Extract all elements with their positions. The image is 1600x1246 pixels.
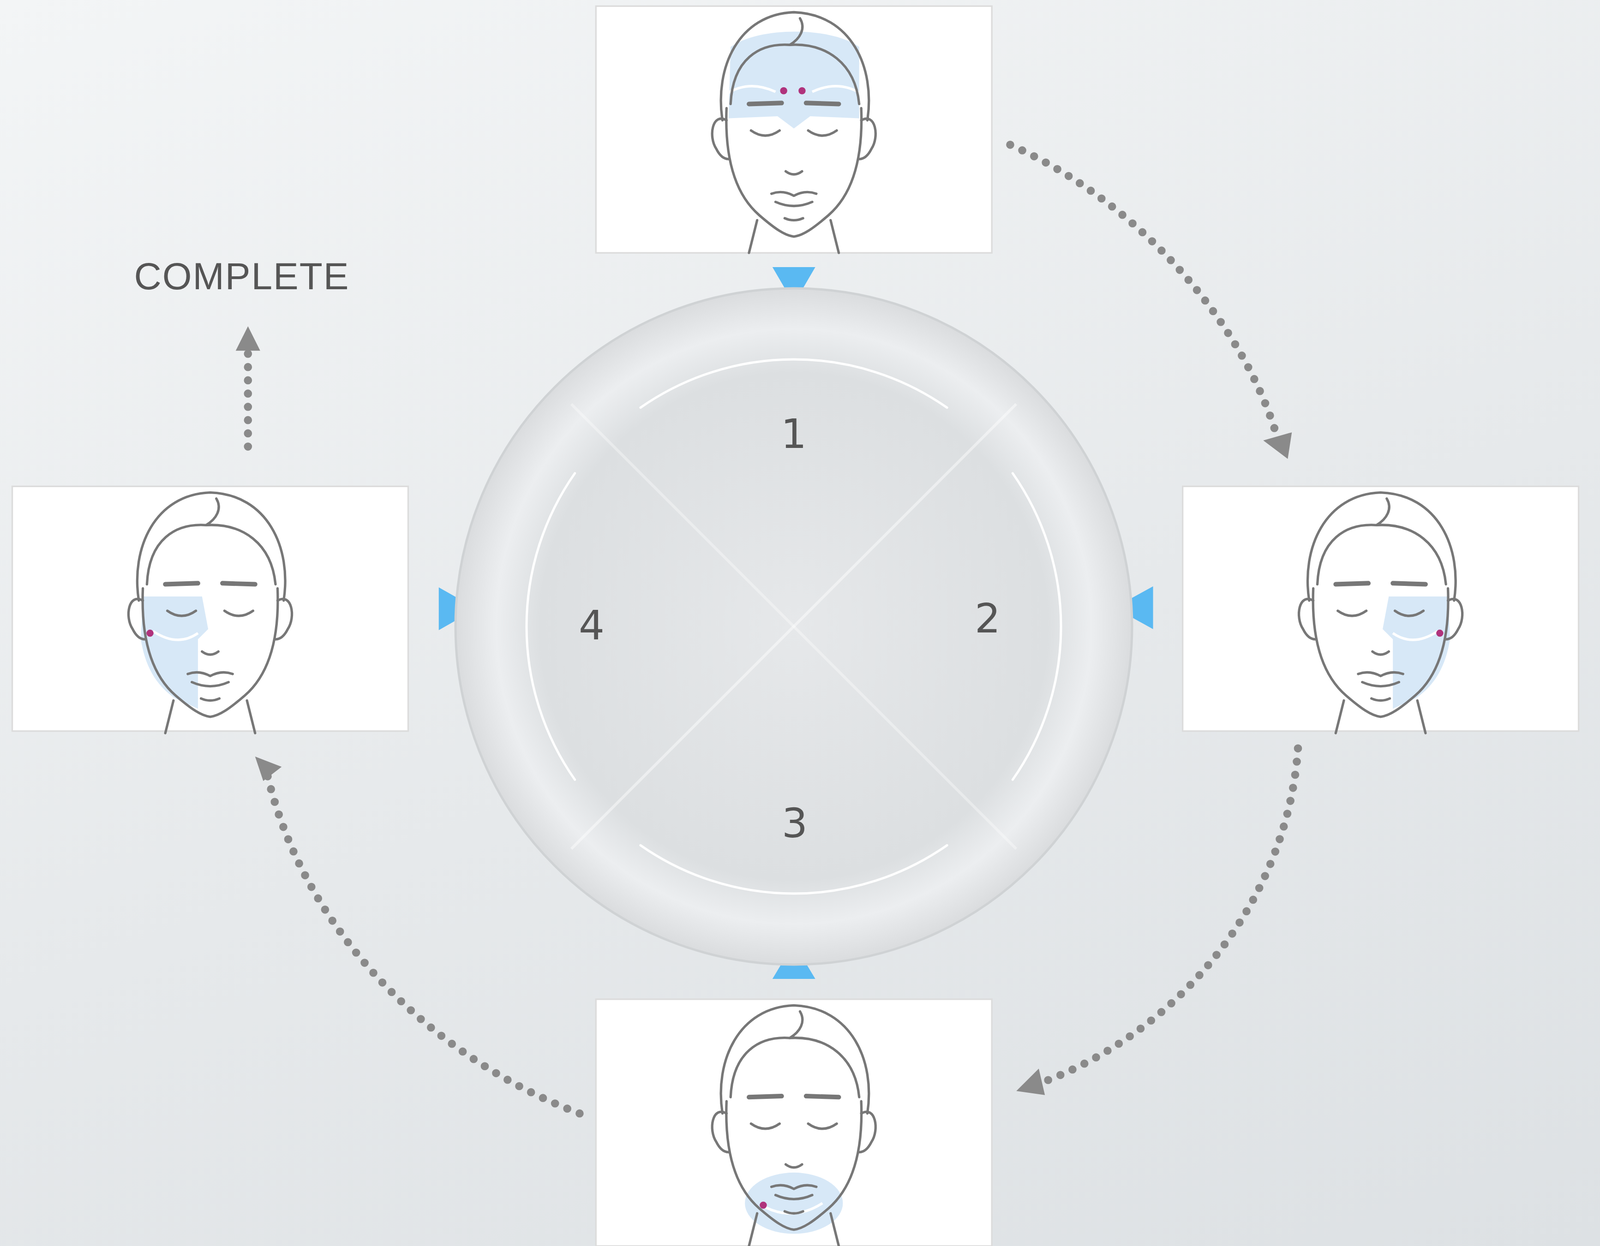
step-image (595, 5, 992, 253)
step-image (12, 486, 409, 734)
segment-arc (640, 359, 947, 408)
step-image (595, 999, 992, 1246)
status-label: COMPLETE (133, 254, 350, 299)
segment-arc (1012, 473, 1061, 780)
wheel-circle (455, 288, 1133, 965)
step-image (1182, 486, 1579, 734)
step-number: 2 (974, 594, 1001, 643)
wheel-outline (454, 287, 1134, 967)
dotted-arrow (247, 144, 1298, 1115)
segment-arc (526, 473, 576, 780)
step-wheel: 1 2 3 4 (454, 287, 1134, 967)
divider-line (571, 404, 1017, 850)
step-number: 1 (780, 410, 807, 458)
divider-line (571, 404, 1017, 850)
step-number: 4 (578, 601, 605, 650)
step-number: 3 (781, 799, 808, 848)
segment-arc (640, 845, 947, 894)
pointer-triangle (438, 267, 1154, 980)
